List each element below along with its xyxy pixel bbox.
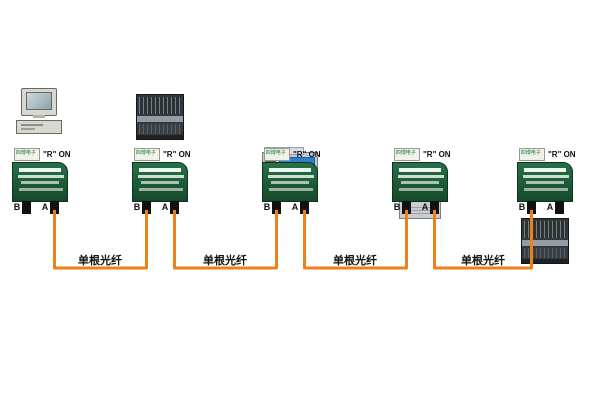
port-b-label: B: [263, 202, 271, 212]
port-b: [142, 201, 151, 214]
port-a: [170, 201, 179, 214]
rack-lower-slots: [139, 124, 181, 134]
converter-label-text: [138, 175, 184, 178]
port-b: [527, 201, 536, 214]
converter-label-text: [19, 168, 61, 172]
termination-switch-label: "R" ON: [163, 150, 191, 159]
port-b-label: B: [133, 202, 141, 212]
heatsink-fins: [524, 221, 566, 238]
rack-lower-slots: [524, 248, 566, 258]
port-b-label: B: [393, 202, 401, 212]
converter-label-text: [139, 168, 181, 172]
plc-rack-icon: [136, 94, 184, 140]
port-b: [22, 201, 31, 214]
rack-base: [522, 259, 568, 263]
rack-mid-strip: [137, 116, 183, 122]
converter-label-text: [399, 168, 441, 172]
converter-label-text: [271, 181, 309, 184]
port-a: [555, 201, 564, 214]
converter-label-text: [269, 188, 313, 191]
converter-label-text: [523, 175, 569, 178]
fiber-converter-4: 四博电子 "R" ON B A: [392, 148, 451, 216]
converter-label-text: [269, 168, 311, 172]
computer-case-icon: [16, 120, 62, 134]
port-a-label: A: [161, 202, 169, 212]
termination-switch-label: "R" ON: [43, 150, 71, 159]
fiber-converter-2: 四博电子 "R" ON B A: [132, 148, 191, 216]
screen-icon: [26, 92, 52, 110]
converter-body: [392, 162, 448, 202]
rack-base: [137, 135, 183, 139]
fiber-converter-3: 四博电子 "R" ON B A: [262, 148, 321, 216]
vent-lines: [403, 205, 437, 214]
converter-label-text: [139, 188, 183, 191]
fiber-converter-5: 四博电子 "R" ON B A: [517, 148, 576, 216]
port-a: [300, 201, 309, 214]
converter-label-text: [18, 175, 64, 178]
brand-label: 四博电子: [135, 150, 156, 156]
fiber-converter-1: 四博电子 "R" ON B A: [12, 148, 71, 216]
converter-label-text: [524, 168, 566, 172]
converter-label-text: [399, 188, 443, 191]
termination-switch-label: "R" ON: [548, 150, 576, 159]
cable-label: 单根光纤: [461, 255, 505, 267]
port-b-label: B: [13, 202, 21, 212]
heatsink-fins: [139, 97, 181, 114]
converter-label-text: [401, 181, 439, 184]
port-a-label: A: [41, 202, 49, 212]
converter-body: [132, 162, 188, 202]
converter-label-text: [398, 175, 444, 178]
drive-slot: [21, 128, 35, 130]
port-b: [402, 201, 411, 214]
drive-slot: [21, 124, 43, 126]
converter-label-text: [524, 188, 568, 191]
converter-label-text: [268, 175, 314, 178]
converter-label-text: [21, 181, 59, 184]
monitor-stand: [33, 115, 45, 118]
db9-connector-tab: 四博电子: [14, 148, 40, 161]
cable-label: 单根光纤: [78, 255, 122, 267]
plc-rack-icon: [521, 218, 569, 264]
db9-connector-tab: 四博电子: [264, 148, 290, 161]
port-b: [272, 201, 281, 214]
brand-label: 四博电子: [520, 150, 541, 156]
db9-connector-tab: 四博电子: [394, 148, 420, 161]
brand-label: 四博电子: [15, 150, 36, 156]
db9-connector-tab: 四博电子: [134, 148, 160, 161]
brand-label: 四博电子: [395, 150, 416, 156]
converter-body: [262, 162, 318, 202]
port-a-label: A: [546, 202, 554, 212]
port-a-label: A: [291, 202, 299, 212]
converter-label-text: [141, 181, 179, 184]
cable-label: 单根光纤: [203, 255, 247, 267]
rack-mid-strip: [522, 240, 568, 246]
converter-label-text: [526, 181, 564, 184]
cable-label: 单根光纤: [333, 255, 377, 267]
termination-switch-label: "R" ON: [423, 150, 451, 159]
port-a: [430, 201, 439, 214]
monitor-icon: [21, 88, 57, 116]
brand-label: 四博电子: [265, 150, 286, 156]
converter-label-text: [19, 188, 63, 191]
port-b-label: B: [518, 202, 526, 212]
converter-body: [12, 162, 68, 202]
port-a-label: A: [421, 202, 429, 212]
desktop-computer-icon: [16, 88, 62, 140]
termination-switch-label: "R" ON: [293, 150, 321, 159]
port-a: [50, 201, 59, 214]
converter-body: [517, 162, 573, 202]
db9-connector-tab: 四博电子: [519, 148, 545, 161]
